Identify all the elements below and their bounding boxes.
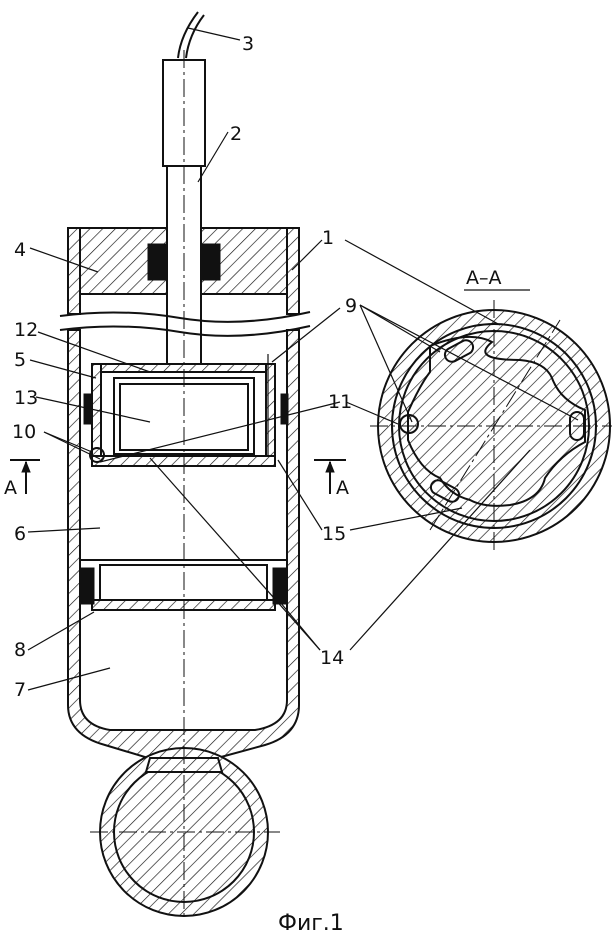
label-2: 2 [230,123,242,145]
label-6: 6 [14,523,26,545]
section-title: A–A [466,267,502,289]
label-4: 4 [14,239,26,261]
section-mark-left: A [4,477,17,499]
label-15: 15 [322,523,346,545]
label-5: 5 [14,349,26,371]
label-14: 14 [320,647,344,669]
label-7: 7 [14,679,26,701]
label-10: 10 [12,421,36,443]
label-13: 13 [14,387,38,409]
cable [178,12,204,58]
label-1: 1 [322,227,334,249]
figure-caption: Фиг.1 [278,911,344,936]
label-11: 11 [328,391,352,413]
label-12: 12 [14,319,38,341]
label-3: 3 [242,33,254,55]
housing-tube [60,228,310,765]
label-8: 8 [14,639,26,661]
inner-cup [84,354,288,466]
label-9: 9 [345,295,357,317]
section-mark-right: A [336,477,349,499]
